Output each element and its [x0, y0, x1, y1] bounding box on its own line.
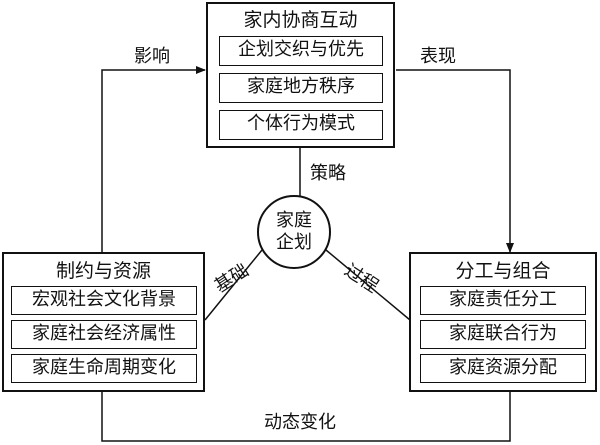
- dynamic-loop-line: [101, 392, 511, 442]
- right-item-1: 家庭责任分工: [420, 286, 586, 315]
- expression-arrow: [396, 69, 514, 253]
- left-item-1: 宏观社会文化背景: [11, 286, 197, 315]
- center-line-2: 企划: [276, 232, 312, 253]
- left-item-3: 家庭生命周期变化: [11, 354, 197, 383]
- top-item-1: 企划交织与优先: [219, 36, 383, 66]
- label-expression: 表现: [420, 46, 456, 67]
- center-line-1: 家庭: [276, 210, 312, 231]
- label-influence: 影响: [134, 46, 170, 67]
- top-box-title: 家内协商互动: [243, 9, 358, 31]
- right-box-division: 分工与组合 家庭责任分工 家庭联合行为 家庭资源分配: [409, 252, 597, 392]
- left-item-2: 家庭社会经济属性: [11, 320, 197, 349]
- center-circle-family-plan: 家庭 企划: [257, 195, 331, 269]
- process-line: [325, 249, 411, 321]
- label-dynamic-change: 动态变化: [264, 412, 336, 433]
- influence-arrow: [101, 66, 206, 252]
- right-item-2: 家庭联合行为: [420, 320, 586, 349]
- top-item-3: 个体行为模式: [219, 110, 383, 140]
- label-strategy: 策略: [310, 163, 346, 184]
- left-box-constraints: 制约与资源 宏观社会文化背景 家庭社会经济属性 家庭生命周期变化: [2, 252, 205, 392]
- right-item-3: 家庭资源分配: [420, 354, 586, 383]
- top-item-2: 家庭地方秩序: [219, 73, 383, 103]
- top-box-interaction: 家内协商互动 企划交织与优先 家庭地方秩序 个体行为模式: [206, 2, 395, 148]
- left-box-title: 制约与资源: [55, 260, 151, 282]
- right-box-title: 分工与组合: [455, 260, 551, 282]
- foundation-line: [204, 249, 263, 321]
